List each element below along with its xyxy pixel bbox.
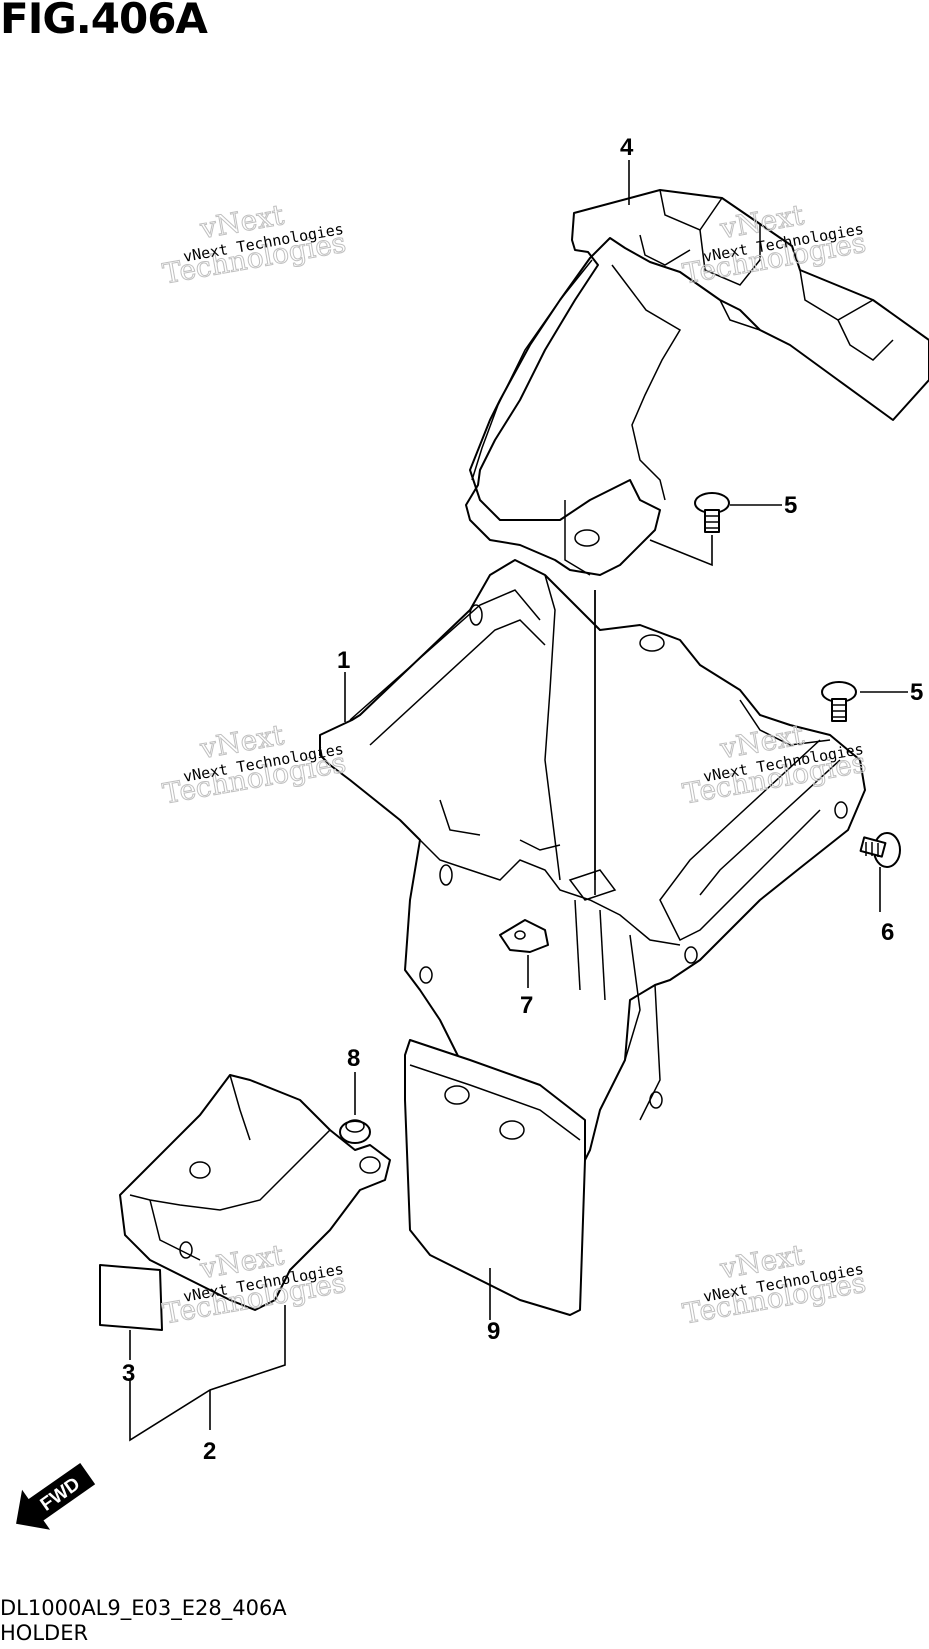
callout-7: 7: [520, 992, 533, 1019]
part-4-upper-holder: [465, 189, 929, 576]
callout-5-upper: 5: [784, 492, 797, 519]
callout-3: 3: [122, 1360, 135, 1387]
watermark-mid-left: vNext Technologies vNext Technologies: [160, 718, 349, 811]
callout-4: 4: [620, 134, 634, 161]
part-3-label: [99, 1264, 163, 1331]
callout-6: 6: [881, 919, 894, 946]
figure-code: DL1000AL9_E03_E28_406A: [0, 1596, 287, 1620]
leader-lines: [129, 160, 908, 1442]
figure-name: HOLDER: [0, 1621, 89, 1645]
part-5-bolt-right: [821, 681, 857, 722]
fwd-arrow-icon: FWD: [16, 1462, 96, 1530]
part-6-screw: [859, 832, 901, 868]
callout-9: 9: [487, 1318, 500, 1345]
callout-1: 1: [337, 647, 350, 674]
watermark-top-left: vNext Technologies vNext Technologies: [160, 198, 349, 291]
callout-8: 8: [347, 1045, 360, 1072]
watermark-bottom-right: vNext Technologies vNext Technologies: [680, 1238, 869, 1331]
figure-title: FIG.406A: [0, 0, 208, 43]
callout-2: 2: [203, 1438, 216, 1465]
part-5-bolt-upper: [694, 492, 730, 533]
part-1-holder: [319, 559, 866, 1181]
part-2-cover: [119, 1074, 391, 1311]
callout-5-right: 5: [910, 679, 923, 706]
part-9-flap: [404, 1039, 586, 1316]
part-8-grommet: [339, 1119, 371, 1144]
part-7-clip-nut: [499, 919, 549, 953]
